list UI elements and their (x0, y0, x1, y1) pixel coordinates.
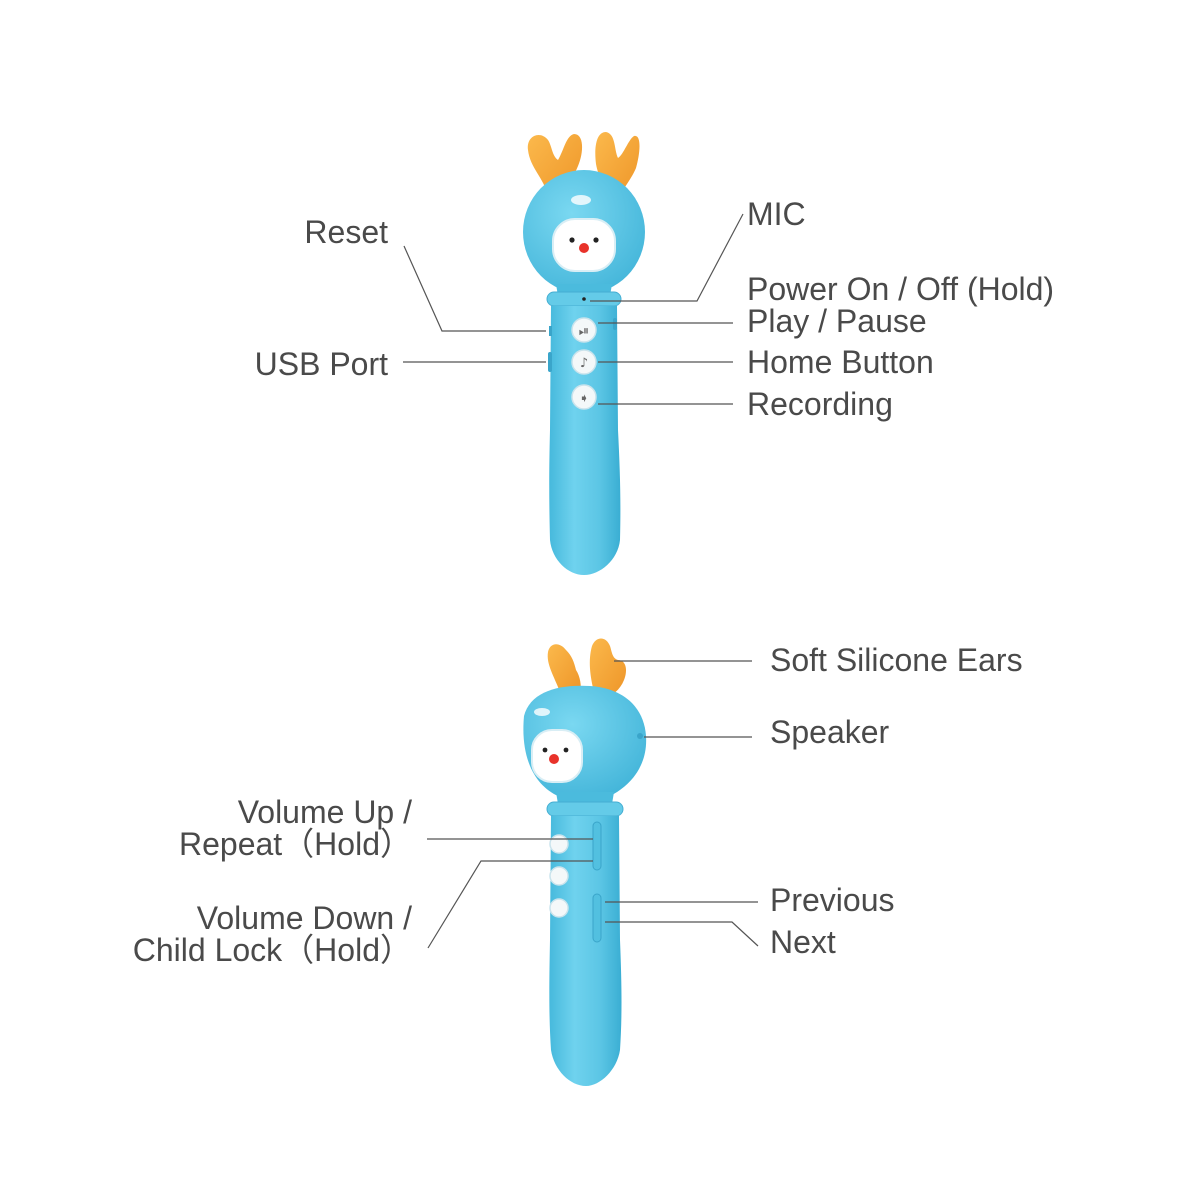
power-switch-top (613, 318, 617, 330)
right-eye-top (593, 237, 599, 243)
right-eye-bottom (563, 747, 569, 753)
line-vol-down (427, 860, 593, 949)
line-next (605, 921, 759, 947)
label-previous: Previous (770, 882, 895, 918)
reset-slot-top (549, 326, 552, 336)
label-next: Next (770, 924, 836, 960)
label-volume-down: Volume Down / Child Lock（Hold） (133, 902, 412, 966)
line-reset (403, 245, 546, 332)
top-pen: ⏯ ♪ ➧ (523, 132, 645, 575)
label-volume-up-line2: Repeat（Hold） (178, 826, 412, 862)
label-volume-down-line1: Volume Down / (196, 900, 412, 936)
label-speaker: Speaker (770, 714, 890, 750)
label-reset: Reset (304, 214, 388, 250)
line-mic (590, 213, 744, 302)
usb-port-top (548, 352, 552, 372)
label-usb-port: USB Port (254, 346, 388, 382)
left-ear-bottom (547, 644, 581, 694)
label-home-button: Home Button (747, 344, 934, 380)
nose-top (579, 243, 589, 253)
right-ear-bottom (589, 638, 626, 698)
speaker-grill-bottom (637, 733, 643, 739)
prev-next-rocker-bottom[interactable] (592, 893, 602, 943)
record-icon: ➧ (579, 391, 589, 405)
nose-bottom (549, 754, 559, 764)
volume-rocker-bottom[interactable] (592, 821, 602, 871)
logo-badge-top (571, 195, 591, 205)
label-recording: Recording (747, 386, 893, 422)
bottom-leader-lines (427, 660, 759, 949)
label-mic: MIC (747, 196, 806, 232)
label-volume-down-line2: Child Lock（Hold） (132, 932, 412, 968)
vol-up-button-bottom[interactable] (549, 834, 569, 854)
label-play-pause: Play / Pause (747, 303, 927, 339)
body-top (549, 306, 621, 575)
top-leader-lines (403, 213, 744, 405)
label-volume-up-line1: Volume Up / (237, 794, 412, 830)
label-volume-up: Volume Up / Repeat（Hold） (179, 796, 412, 860)
left-eye-bottom (542, 747, 548, 753)
label-soft-silicone-ears: Soft Silicone Ears (770, 642, 1023, 678)
label-power: Power On / Off (Hold) (747, 271, 1055, 307)
logo-badge-bottom (534, 708, 550, 716)
play-pause-button-top[interactable] (571, 317, 597, 343)
left-eye-top (569, 237, 575, 243)
record-button-bottom[interactable] (549, 898, 569, 918)
body-bottom (549, 816, 622, 1086)
mic-hole-top (582, 297, 586, 301)
bottom-pen (523, 638, 647, 1086)
play-pause-icon: ⏯ (579, 324, 589, 339)
music-note-icon: ♪ (580, 356, 588, 371)
collar-bottom (546, 801, 624, 817)
home-button-bottom[interactable] (549, 866, 569, 886)
record-button-top[interactable] (571, 384, 597, 410)
neck-bottom (556, 792, 614, 804)
home-button-top[interactable] (571, 349, 597, 375)
